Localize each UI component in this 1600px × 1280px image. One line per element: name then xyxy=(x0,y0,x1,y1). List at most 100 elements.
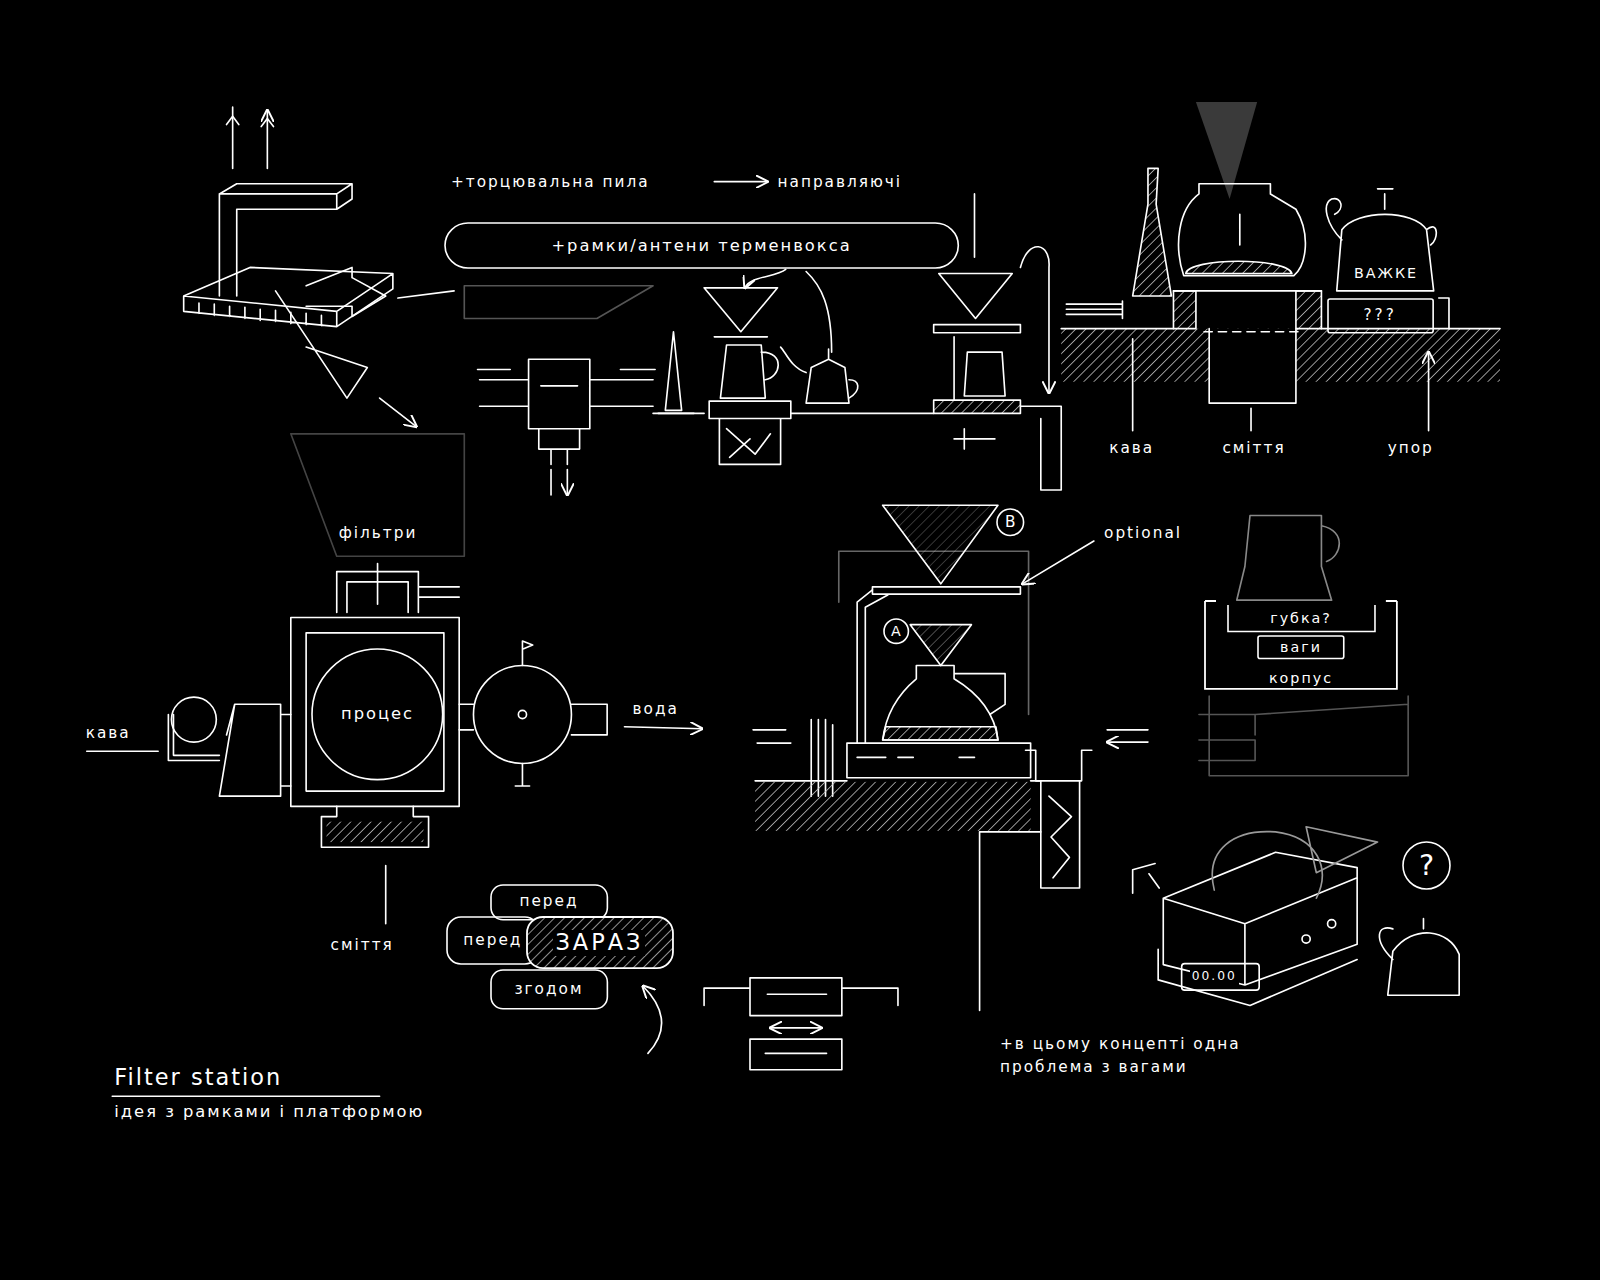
bracket-outline xyxy=(1205,601,1397,689)
guide-arrow xyxy=(974,194,1049,393)
arm xyxy=(857,590,888,743)
text-holder: A xyxy=(883,618,909,644)
scale-knob xyxy=(1302,935,1310,943)
scale-body xyxy=(1158,852,1357,1005)
part-label: optional xyxy=(1102,522,1184,545)
floor xyxy=(755,781,1041,1011)
kettle-lid xyxy=(518,710,526,718)
kettle xyxy=(781,347,858,403)
idea-link xyxy=(745,269,786,287)
node-text: ваги xyxy=(1278,639,1324,655)
up-arrow-chevron xyxy=(227,116,274,126)
stage-box: перед xyxy=(490,884,608,921)
stage-box: згодом xyxy=(490,969,608,1010)
top-handle xyxy=(337,572,459,613)
question-circle: ? xyxy=(1402,841,1451,890)
slider xyxy=(704,978,898,1070)
node-text: перед xyxy=(517,893,580,911)
ghost-jug xyxy=(1237,515,1340,600)
display-digits: 00.00 xyxy=(1190,967,1239,985)
small-kettle xyxy=(1379,919,1459,996)
move-arrow xyxy=(478,370,656,496)
callout-circle: B xyxy=(996,508,1025,537)
stand xyxy=(934,274,1062,490)
text-holder: перед xyxy=(490,884,608,921)
box-outline xyxy=(1328,299,1433,333)
floor-hatch xyxy=(755,782,1031,831)
bottom-handle xyxy=(321,806,428,847)
diagram-caption: ідея з рамками і платформою xyxy=(114,1102,424,1121)
part-label: ВАЖКЕ xyxy=(1352,263,1420,284)
housing-bracket: корпусгубка?ваги xyxy=(1204,600,1398,690)
up-arrow xyxy=(233,107,268,168)
node-text: A xyxy=(889,623,903,639)
dripper-b xyxy=(883,505,998,584)
scale-knob xyxy=(1328,920,1336,928)
text-holder: B xyxy=(996,508,1025,537)
gooseneck-kettle xyxy=(1326,189,1436,291)
question-box: ??? xyxy=(1327,298,1434,334)
circle-outline xyxy=(1403,842,1450,889)
slide-arrow xyxy=(770,1027,821,1029)
sketch-note: направляючі xyxy=(776,171,905,194)
kettle-top xyxy=(473,666,571,764)
handle-hatch xyxy=(327,822,424,842)
flow-arrow xyxy=(714,181,767,183)
dripper xyxy=(704,288,791,465)
process-circle: процес xyxy=(311,648,444,781)
diagram-title: Filter station xyxy=(114,1064,282,1090)
node-text: перед xyxy=(461,932,524,950)
flow-arrow xyxy=(380,291,454,427)
node-text: губка? xyxy=(1268,610,1334,626)
part-label: кава xyxy=(1107,437,1156,460)
ghost-frame xyxy=(839,551,1029,714)
callout-circle: A xyxy=(883,618,909,644)
title-underline xyxy=(112,1095,379,1097)
box-ground xyxy=(527,917,673,968)
platform-side xyxy=(1173,291,1195,329)
holder-plate xyxy=(872,587,1020,594)
scale-tray xyxy=(1133,864,1160,894)
carafe-coffee xyxy=(1186,261,1292,273)
circle-outline xyxy=(997,509,1024,536)
text-holder: згодом xyxy=(490,969,608,1010)
base xyxy=(847,743,1031,778)
platform xyxy=(184,267,393,326)
box-outline xyxy=(445,223,958,268)
circle-outline xyxy=(884,619,908,643)
frame-top-view xyxy=(480,359,653,464)
text-holder: ? xyxy=(1402,841,1451,890)
sponge-bracket: губка? xyxy=(1227,604,1376,633)
hatched-shelf xyxy=(934,400,1021,413)
out-arrow xyxy=(87,563,702,923)
housing xyxy=(291,618,459,807)
grinder xyxy=(171,697,216,742)
slide-arrow xyxy=(753,730,1148,743)
leader-arrow xyxy=(1022,541,1093,584)
kettle-bracket xyxy=(459,641,607,786)
carafe xyxy=(1179,184,1306,276)
pointer-arrow xyxy=(1133,339,1429,431)
bottle xyxy=(1133,168,1172,296)
platform-side xyxy=(1296,291,1322,329)
text-holder: +рамки/антени терменвокса xyxy=(444,222,959,269)
shelf-line xyxy=(1061,328,1500,330)
box-outline xyxy=(491,970,607,1009)
scale-box: ваги xyxy=(1257,635,1345,659)
idea-bubble: +рамки/антени терменвокса xyxy=(444,222,959,269)
flow-label: кава xyxy=(84,722,133,745)
note-text: +в цьому концепті одна проблема з вагами xyxy=(998,1033,1257,1079)
box-outline xyxy=(491,885,607,920)
stop-bracket xyxy=(1439,298,1449,329)
text-holder: ЗАРАЗ xyxy=(526,916,674,969)
scale-display xyxy=(1182,964,1260,991)
circle-outline xyxy=(312,649,443,780)
dripper-a xyxy=(910,625,971,666)
node-text: +рамки/антени терменвокса xyxy=(549,237,853,256)
part-label: фільтри xyxy=(337,522,420,545)
node-text: B xyxy=(1003,514,1018,532)
server-coffee xyxy=(883,727,998,740)
box-outline xyxy=(1258,636,1344,658)
server xyxy=(883,666,1005,741)
